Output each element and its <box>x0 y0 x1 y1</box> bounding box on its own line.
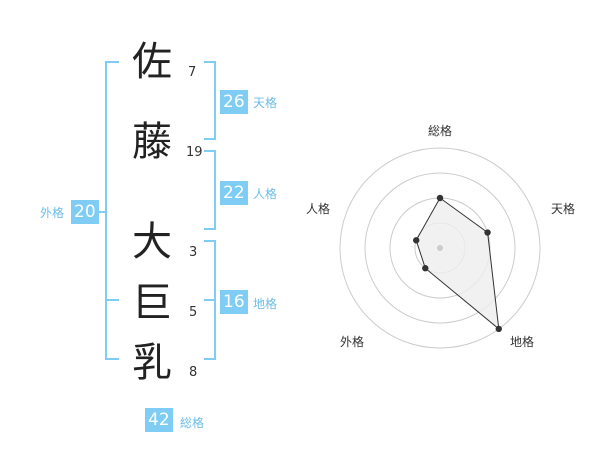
name-char-1: 佐 <box>132 39 172 85</box>
gaikaku-bracket-top <box>105 61 119 63</box>
gaikaku-bracket-bottom <box>105 358 119 360</box>
tenkaku-label: 天格 <box>253 96 278 110</box>
radar-axis-label-gaikaku: 外格 <box>340 335 365 349</box>
radar-axis-label-chikaku: 地格 <box>510 335 535 349</box>
radar-axis-label-soukaku: 総格 <box>428 124 453 138</box>
gaikaku-bracket <box>105 61 107 360</box>
name-char-5: 乳 <box>132 340 172 386</box>
stroke-count-4: 5 <box>189 305 198 320</box>
radar-point <box>436 194 444 202</box>
radar-point <box>484 229 491 236</box>
name-char-3: 大 <box>132 219 172 265</box>
name-char-4: 巨 <box>132 280 172 326</box>
chikaku-bracket-top <box>204 240 216 242</box>
stroke-count-2: 19 <box>186 145 203 160</box>
radar-ring <box>364 172 516 324</box>
tenkaku-bracket-top <box>204 61 216 63</box>
tenkaku-value: 26 <box>220 90 248 114</box>
radar-point <box>422 265 429 272</box>
tenkaku-bracket <box>214 61 216 140</box>
stroke-count-1: 7 <box>188 65 197 80</box>
radar-axis-label-jinkaku: 人格 <box>306 202 331 216</box>
radar-area <box>415 197 500 331</box>
tenkaku-bracket-bottom <box>204 138 216 140</box>
jinkaku-bracket-bottom <box>204 228 216 230</box>
stroke-count-5: 8 <box>189 365 198 380</box>
radar-point <box>413 237 420 244</box>
fortune-radar-chart <box>339 147 541 349</box>
jinkaku-bracket-top <box>204 150 216 152</box>
radar-axis-label-tenkaku: 天格 <box>551 202 576 216</box>
jinkaku-value: 22 <box>220 181 248 205</box>
chikaku-label: 地格 <box>253 297 278 311</box>
soukaku-value: 42 <box>145 408 173 432</box>
radar-point <box>495 325 502 333</box>
gaikaku-connector <box>97 211 105 213</box>
radar-center <box>437 245 443 251</box>
jinkaku-bracket <box>214 150 216 230</box>
name-char-2: 藤 <box>132 119 172 165</box>
gaikaku-label: 外格 <box>40 206 65 220</box>
gaikaku-value: 20 <box>71 200 99 224</box>
radar-ring <box>339 147 541 349</box>
radar-rings <box>339 147 541 349</box>
soukaku-label: 総格 <box>180 416 205 430</box>
chikaku-bracket-bottom <box>204 358 216 360</box>
radar-points <box>413 194 502 333</box>
chikaku-bracket-mid <box>204 299 216 301</box>
jinkaku-label: 人格 <box>253 187 278 201</box>
stroke-count-3: 3 <box>189 245 198 260</box>
gaikaku-bracket-mid <box>105 299 119 301</box>
chikaku-value: 16 <box>220 290 248 314</box>
